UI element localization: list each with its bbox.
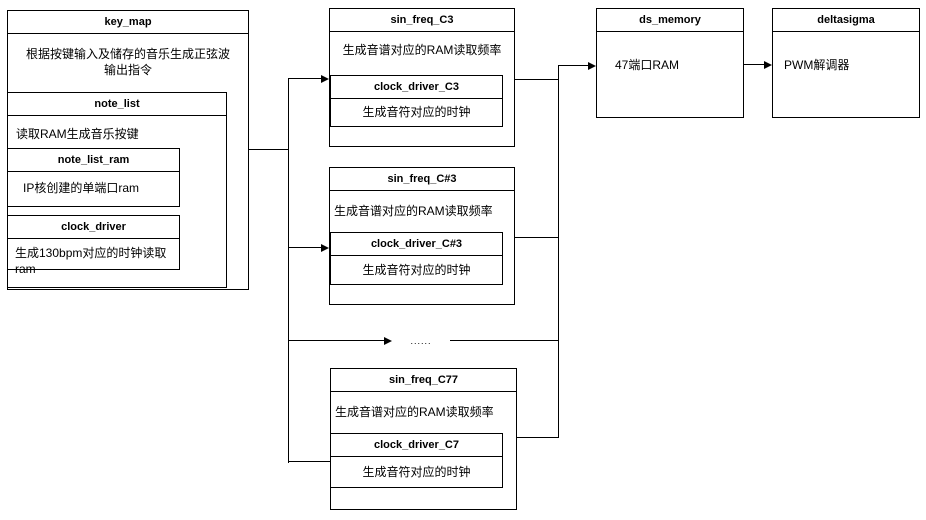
- node-description: 生成音符对应的时钟: [362, 105, 471, 119]
- node-description: 读取RAM生成音乐按键: [16, 127, 139, 141]
- node-title: ds_memory: [597, 9, 743, 32]
- node-description: 生成音谱对应的RAM读取频率: [335, 405, 494, 419]
- connector-ellipsis-to-right-bus: [450, 340, 559, 341]
- node-clock-driver-c3: clock_driver_C3 生成音符对应的时钟: [330, 75, 503, 127]
- node-description: 生成音符对应的时钟: [362, 465, 471, 479]
- node-description: 生成音符对应的时钟: [362, 263, 471, 277]
- node-title: deltasigma: [773, 9, 919, 32]
- connector-sin-freq-c77-out: [517, 437, 559, 438]
- node-clock-driver-c7: clock_driver_C7 生成音符对应的时钟: [330, 433, 503, 488]
- node-note-list-ram: note_list_ram IP核创建的单端口ram: [7, 148, 180, 207]
- node-description: IP核创建的单端口ram: [23, 181, 140, 195]
- node-description: 生成音谱对应的RAM读取频率: [334, 204, 493, 218]
- node-title: clock_driver: [8, 216, 179, 239]
- arrowhead-ds-memory-icon: [588, 62, 596, 70]
- node-deltasigma: deltasigma PWM解调器: [772, 8, 920, 118]
- connector-left-bus: [288, 78, 289, 463]
- node-title: clock_driver_C3: [331, 76, 502, 99]
- node-title: sin_freq_C#3: [330, 168, 514, 191]
- node-title: clock_driver_C#3: [331, 233, 502, 256]
- node-clock-driver-cs3: clock_driver_C#3 生成音符对应的时钟: [330, 232, 503, 285]
- node-title: sin_freq_C77: [331, 369, 516, 392]
- node-clock-driver: clock_driver 生成130bpm对应的时钟读取ram: [7, 215, 180, 276]
- connector-bus-to-sin-freq-cs3: [288, 247, 322, 248]
- node-title: sin_freq_C3: [330, 9, 514, 32]
- arrowhead-deltasigma-icon: [764, 61, 772, 69]
- connector-bus-to-sin-freq-c3: [288, 78, 322, 79]
- node-description: PWM解调器: [784, 58, 850, 72]
- node-title: key_map: [8, 11, 248, 34]
- connector-bus-to-ds-memory: [558, 65, 589, 66]
- node-description: 生成130bpm对应的时钟读取ram: [15, 246, 167, 276]
- ellipsis-label: ......: [410, 336, 432, 346]
- node-title: note_list_ram: [8, 149, 179, 172]
- node-title: note_list: [8, 93, 226, 116]
- node-ds-memory: ds_memory 47端口RAM: [596, 8, 744, 118]
- node-description: 根据按键输入及储存的音乐生成正弦波输出指令: [25, 47, 230, 77]
- arrowhead-sin-freq-cs3-icon: [321, 244, 329, 252]
- connector-ds-memory-to-deltasigma: [744, 64, 765, 65]
- connector-right-bus: [558, 65, 559, 438]
- connector-sin-freq-c3-out: [515, 79, 558, 80]
- connector-bus-to-ellipsis: [288, 340, 385, 341]
- node-description: 生成音谱对应的RAM读取频率: [342, 43, 502, 57]
- node-title: clock_driver_C7: [331, 434, 502, 457]
- arrowhead-sin-freq-c3-icon: [321, 75, 329, 83]
- connector-keymap-to-bus: [249, 149, 289, 150]
- arrowhead-ellipsis-icon: [384, 337, 392, 345]
- connector-sin-freq-cs3-out: [515, 237, 558, 238]
- connector-bus-to-sin-freq-c77: [288, 461, 330, 462]
- node-description: 47端口RAM: [615, 58, 680, 72]
